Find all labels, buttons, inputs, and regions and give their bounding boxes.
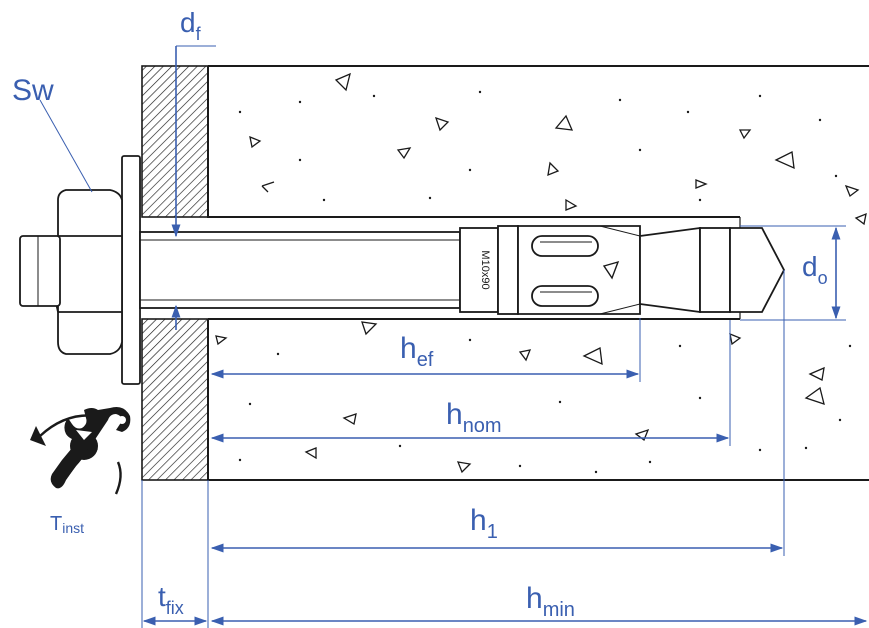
washer bbox=[121, 155, 141, 385]
hmin-label: hmin bbox=[526, 582, 575, 621]
expansion-cone bbox=[639, 226, 786, 314]
fixture-plate bbox=[141, 65, 209, 481]
hef-label: hef bbox=[400, 332, 434, 371]
tinst-label: Tinst bbox=[50, 513, 84, 536]
hef-dimension: hef bbox=[210, 318, 641, 382]
do-dimension: do bbox=[740, 225, 846, 321]
hnom-dimension: hnom bbox=[210, 320, 731, 446]
hmin-dimension: hmin bbox=[141, 480, 868, 628]
bolt-thread-end bbox=[19, 235, 61, 307]
tfix-dimension: tfix bbox=[142, 581, 208, 626]
df-label: df bbox=[180, 7, 202, 44]
do-label: do bbox=[802, 251, 828, 288]
concrete-aggregate bbox=[215, 72, 867, 474]
df-dimension: df bbox=[171, 7, 216, 330]
hex-nut bbox=[52, 189, 123, 355]
anchor-marking: M10x90 bbox=[479, 250, 491, 289]
brand-logo-icon bbox=[602, 260, 620, 280]
concrete-dots bbox=[238, 90, 852, 474]
sw-label: Sw bbox=[12, 74, 54, 107]
expansion-sleeve bbox=[497, 225, 641, 315]
tfix-label: tfix bbox=[158, 581, 184, 618]
sw-dimension: Sw bbox=[12, 74, 93, 193]
h1-dimension: h1 bbox=[210, 270, 785, 556]
wrench-icon bbox=[50, 407, 131, 489]
hnom-label: hnom bbox=[446, 398, 502, 437]
torque-symbol: Tinst bbox=[30, 407, 131, 536]
anchor-shaft: M10x90 bbox=[139, 227, 499, 313]
h1-label: h1 bbox=[470, 504, 498, 543]
